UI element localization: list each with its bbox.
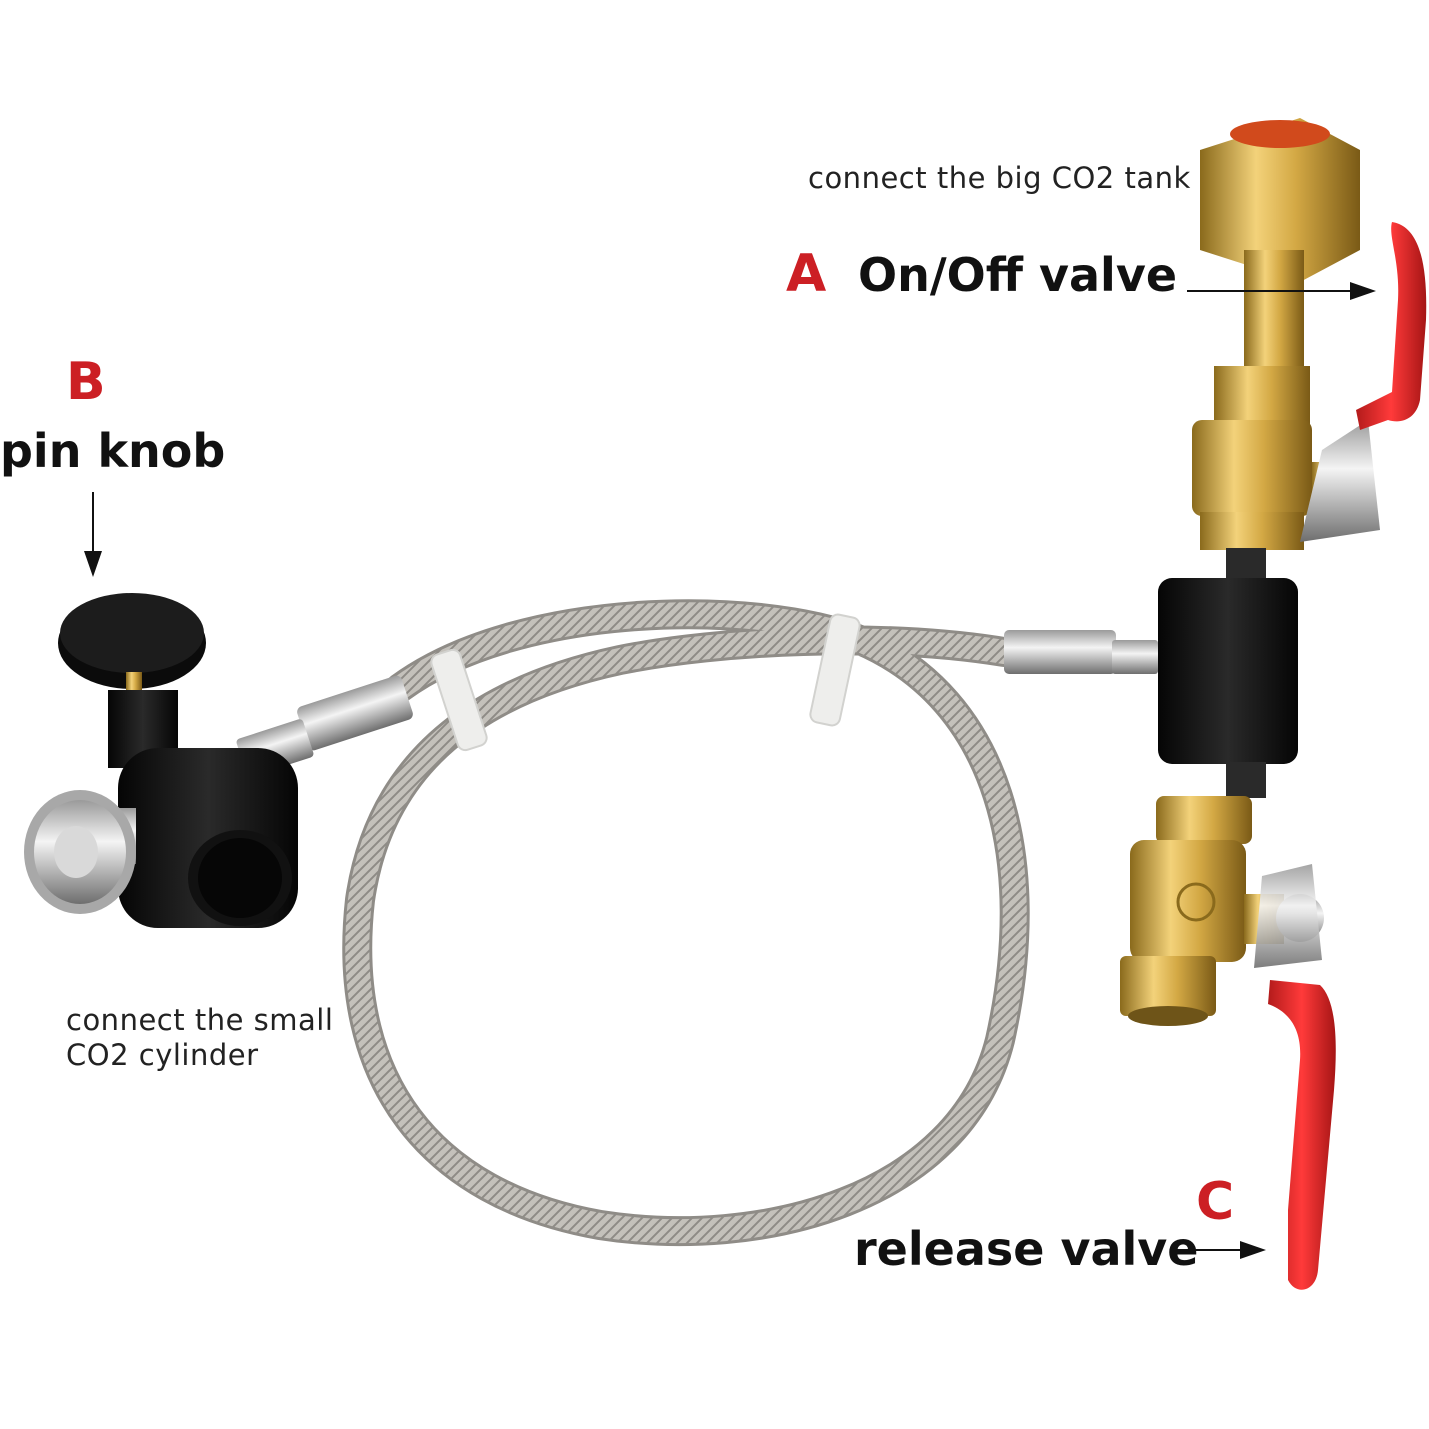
arrow-right-icon [1187, 282, 1376, 300]
small-cylinder-note-line1: connect the small [66, 1003, 334, 1037]
label-letter-b: B [66, 352, 106, 412]
release-valve-assembly [1120, 796, 1324, 1026]
label-letter-c: C [1196, 1172, 1235, 1232]
big-tank-note: connect the big CO2 tank [808, 161, 1191, 195]
zip-ties [430, 613, 861, 752]
small-cylinder-note-line2: CO2 cylinder [66, 1038, 259, 1072]
tee-coupler [1158, 548, 1298, 798]
on-off-valve-assembly [1192, 118, 1380, 550]
pin-knob-label: pin knob [0, 424, 226, 478]
right-hose-fitting [1004, 630, 1158, 674]
arrow-right-icon [1170, 1241, 1266, 1259]
release-valve-label: release valve [854, 1222, 1199, 1276]
release-valve-handle [1268, 980, 1336, 1290]
braided-hose [342, 599, 1030, 1247]
arrow-down-icon [84, 492, 102, 577]
pin-knob-adapter [24, 593, 298, 928]
on-off-valve-label: On/Off valve [858, 248, 1178, 302]
on-off-valve-handle [1356, 222, 1427, 430]
label-letter-a: A [786, 244, 827, 304]
